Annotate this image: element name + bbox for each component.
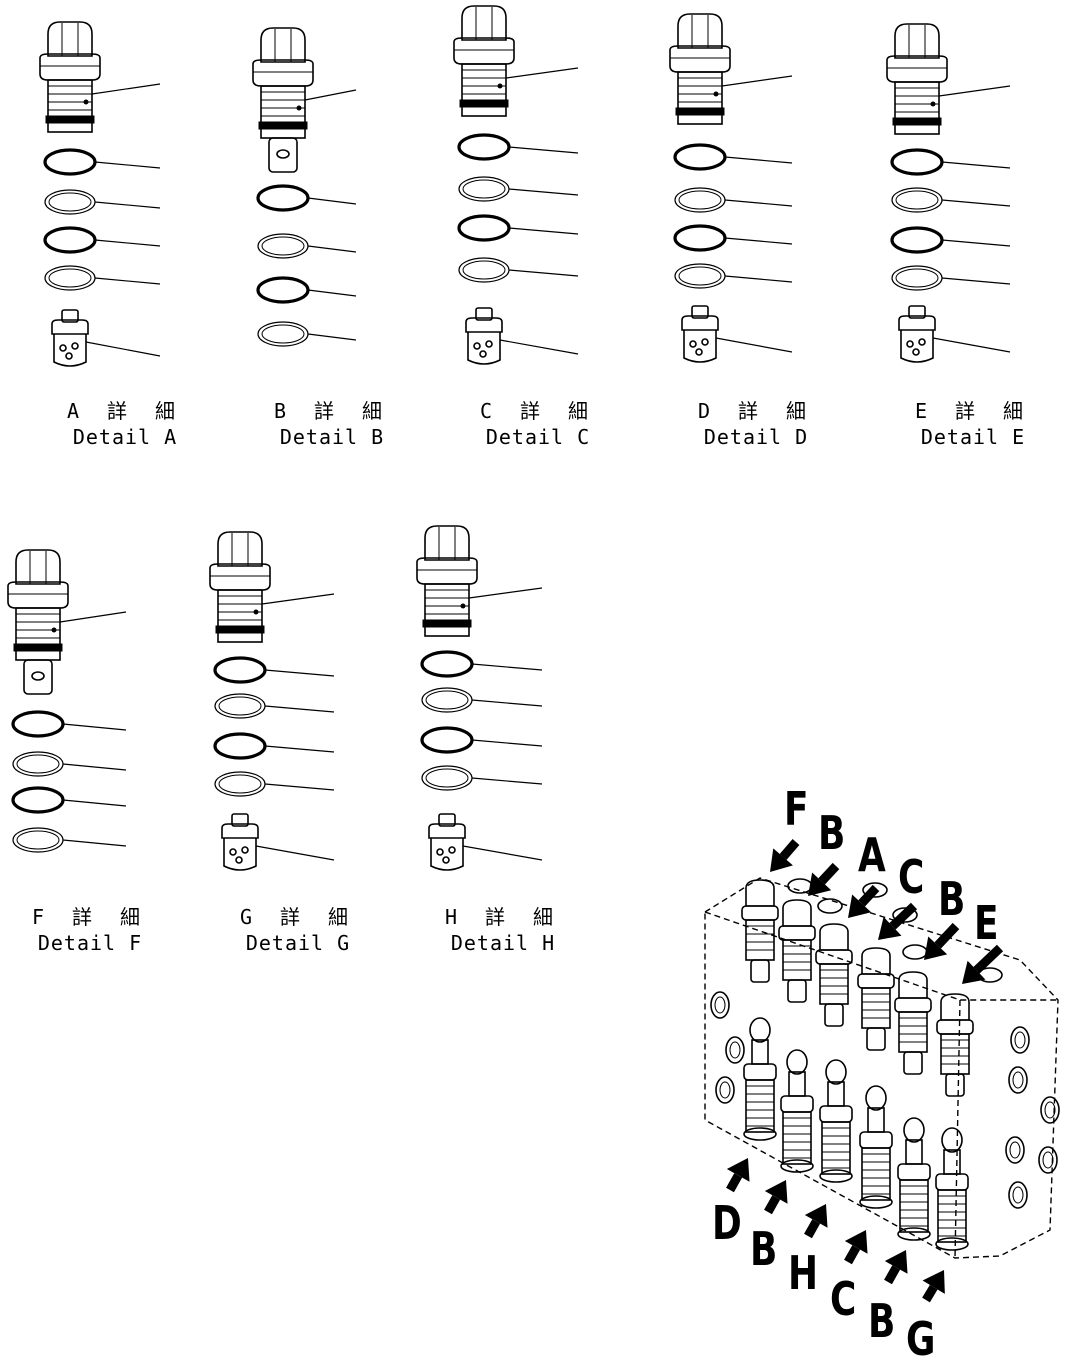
- detail-d-drawing: [669, 13, 793, 363]
- bottom-view-letter: H: [788, 1246, 819, 1300]
- detail-caption-jp: A 詳 細: [66, 399, 184, 423]
- detail-caption-jp: G 詳 細: [239, 905, 357, 929]
- detail-caption-en: Detail G: [245, 931, 351, 955]
- bottom-view-arrow-1: [764, 1180, 788, 1215]
- detail-caption-en: Detail D: [703, 425, 809, 449]
- bottom-view-letter: B: [868, 1294, 896, 1348]
- bottom-view-arrow-0: [726, 1158, 750, 1193]
- top-view-letter: E: [974, 896, 999, 950]
- detail-caption-jp: E 詳 細: [914, 399, 1032, 423]
- detail-caption-en: Detail H: [450, 931, 556, 955]
- detail-caption-en: Detail E: [920, 425, 1026, 449]
- top-view-letter: A: [858, 828, 886, 882]
- bottom-view-letter: C: [830, 1272, 857, 1326]
- detail-g-drawing: [209, 531, 335, 871]
- top-view-arrow-1: [808, 862, 840, 896]
- top-view-arrow-0: [770, 839, 800, 872]
- detail-caption-jp: H 詳 細: [444, 905, 562, 929]
- detail-caption-jp: D 詳 細: [697, 399, 815, 423]
- bottom-view-arrow-5: [922, 1270, 945, 1303]
- detail-c-drawing: [453, 5, 579, 365]
- bottom-view-letter: B: [750, 1222, 778, 1276]
- detail-caption-jp: F 詳 細: [31, 905, 149, 929]
- detail-caption-en: Detail B: [279, 425, 385, 449]
- bottom-view-arrow-2: [804, 1204, 828, 1239]
- top-view-letter: B: [938, 872, 966, 926]
- detail-caption-en: Detail C: [485, 425, 591, 449]
- detail-a-drawing: [39, 21, 161, 367]
- top-view-letter: B: [818, 806, 846, 860]
- top-view-arrow-3: [878, 902, 918, 940]
- detail-h-drawing: [416, 525, 543, 871]
- detail-caption-en: Detail A: [72, 425, 178, 449]
- detail-e-drawing: [886, 23, 1011, 363]
- detail-f-drawing: [7, 549, 127, 853]
- detail-caption-jp: C 詳 細: [479, 399, 597, 423]
- top-view-arrow-2: [848, 884, 880, 918]
- top-view-arrow-4: [924, 922, 960, 960]
- bottom-view-letter: D: [712, 1196, 742, 1250]
- detail-caption-jp: B 詳 細: [273, 399, 391, 423]
- top-view-arrow-5: [962, 944, 1004, 984]
- bottom-view-arrow-4: [884, 1250, 908, 1285]
- top-view-letter: F: [784, 782, 809, 836]
- detail-b-drawing: [252, 27, 357, 347]
- top-view-letter: C: [898, 850, 925, 904]
- detail-caption-en: Detail F: [37, 931, 143, 955]
- bottom-view-arrow-3: [844, 1230, 868, 1265]
- bottom-view-letter: G: [906, 1312, 936, 1366]
- valve-block-assembly: [704, 877, 1060, 1259]
